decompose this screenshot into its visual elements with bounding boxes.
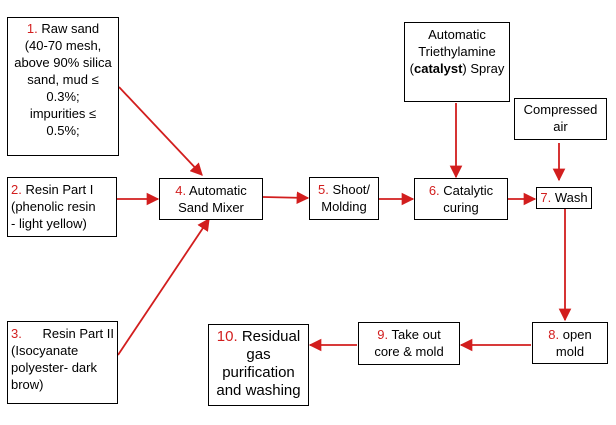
step-number: 4. [175, 183, 187, 198]
residual-gas-label: gas [246, 346, 271, 363]
step-number: 8. [548, 327, 560, 342]
catalyst-spray-box: Automatic Triethylamine (catalyst) Spray [404, 22, 510, 102]
resin-part-1-box: 2. Resin Part I (phenolic resin - light … [7, 177, 117, 237]
compressed-air-box: Compressed air [514, 98, 607, 140]
raw-sand-box: 1. Raw sand (40-70 mesh, above 90% silic… [7, 17, 119, 156]
raw-sand-line: impurities ≤ [29, 106, 97, 121]
resin-part-2-line: (Isocyanate [11, 343, 79, 358]
raw-sand-line: above 90% silica [14, 55, 112, 70]
step-number: 6. [428, 183, 440, 198]
take-out-label: Take out [391, 327, 441, 342]
step-number: 1. [26, 21, 38, 36]
resin-part-1-line: - light yellow) [11, 216, 87, 231]
raw-sand-line: (40-70 mesh, [24, 38, 102, 53]
step-number: 9. [377, 327, 389, 342]
raw-sand-line: Raw sand [41, 21, 100, 36]
catalyst-spray-rest: ) Spray [462, 61, 505, 76]
residual-gas-label: purification [222, 364, 295, 381]
catalyst-spray-line: Automatic [428, 27, 486, 42]
residual-gas-label: and washing [216, 382, 301, 399]
catalyst-spray-line: Triethylamine [418, 44, 496, 59]
shoot-molding-label: Shoot/ [332, 182, 371, 197]
open-mold-box: 8. open mold [532, 322, 608, 364]
raw-sand-line: 0.3%; [46, 89, 80, 104]
step-number: 5. [317, 182, 329, 197]
resin-part-2-line: polyester- dark [11, 360, 97, 375]
catalytic-curing-box: 6. Catalytic curing [414, 178, 508, 220]
residual-gas-label: Residual [241, 328, 301, 345]
take-out-box: 9. Take out core & mold [358, 322, 460, 365]
wash-box: 7. Wash [536, 187, 592, 209]
raw-sand-line: 0.5%; [46, 123, 80, 138]
arrow-mixer-to-shoot [262, 191, 310, 205]
resin-part-2-box: 3. Resin Part II (Isocyanate polyester- … [7, 321, 118, 404]
step-number: 7. [540, 190, 552, 205]
raw-sand-line: sand, mud ≤ [27, 72, 99, 87]
resin-part-2-line: brow) [11, 377, 44, 392]
catalytic-curing-label: curing [443, 200, 479, 215]
resin-part-1-line: Resin Part I [25, 182, 94, 197]
catalyst-spray-open: ( [409, 61, 414, 76]
open-mold-label: mold [555, 344, 585, 359]
sand-mixer-label: Automatic [188, 183, 247, 198]
shoot-molding-box: 5. Shoot/ Molding [309, 177, 379, 220]
catalytic-curing-label: Catalytic [443, 183, 494, 198]
compressed-air-line: air [553, 119, 568, 134]
sand-mixer-label: Sand Mixer [178, 200, 244, 215]
wash-label: Wash [554, 190, 588, 205]
residual-gas-box: 10. Residual gas purification and washin… [208, 324, 309, 406]
compressed-air-line: Compressed [523, 102, 598, 117]
step-number: 3. [11, 326, 22, 341]
arrow-raw-sand-to-mixer [118, 86, 203, 176]
resin-part-2-line: Resin Part II [42, 326, 114, 341]
open-mold-label: open [562, 327, 592, 342]
take-out-label: core & mold [374, 344, 444, 359]
catalyst-word: catalyst [414, 61, 463, 76]
resin-part-1-line: (phenolic resin [11, 199, 96, 214]
shoot-molding-label: Molding [321, 199, 367, 214]
step-number: 10. [216, 328, 238, 345]
step-number: 2. [11, 182, 22, 197]
arrow-resin-2-to-mixer [117, 217, 210, 356]
sand-mixer-box: 4. Automatic Sand Mixer [159, 178, 263, 220]
